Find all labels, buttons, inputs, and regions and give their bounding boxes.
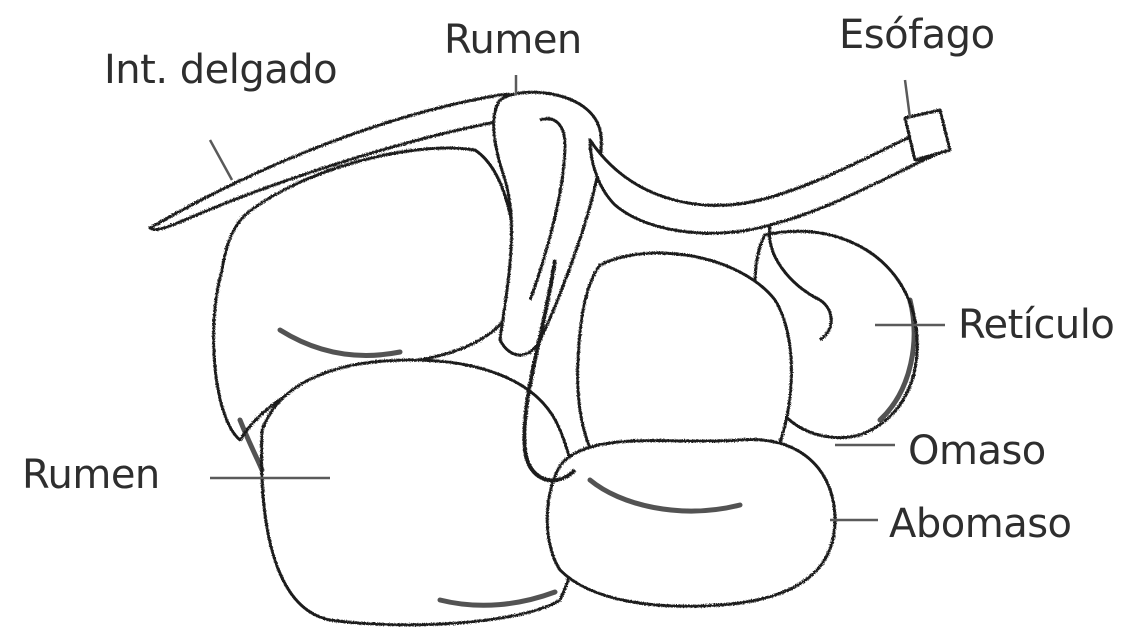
abomasum <box>547 440 835 607</box>
label-esofago: Esófago <box>839 15 995 55</box>
leader-esofago <box>905 80 910 118</box>
label-rumen-left: Rumen <box>22 455 160 495</box>
shading-stroke <box>240 420 262 470</box>
label-int-delgado: Int. delgado <box>104 50 337 90</box>
leader-int-delgado <box>210 140 232 180</box>
label-rumen-top: Rumen <box>444 20 582 60</box>
label-reticulo: Retículo <box>958 305 1114 345</box>
esophagus-end <box>905 110 950 160</box>
rumen-ventral-sac <box>262 360 577 625</box>
label-abomaso: Abomaso <box>889 504 1072 544</box>
label-omaso: Omaso <box>908 431 1046 471</box>
esophagus <box>590 125 945 233</box>
